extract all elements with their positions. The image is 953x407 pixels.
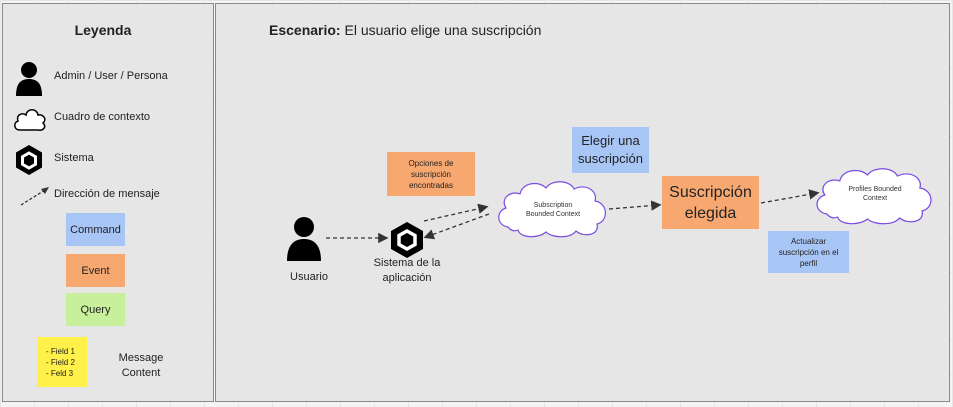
legend-title: Leyenda <box>74 22 132 38</box>
user-person-icon <box>287 217 321 261</box>
legend-message-direction-label: Dirección de mensaje <box>54 188 160 200</box>
user-label: Usuario <box>290 271 328 283</box>
legend-fields-sticky: - Field 1 - Field 2 - Feld 3 <box>37 337 87 387</box>
legend-query-sticky: Query <box>66 293 125 326</box>
person-icon <box>16 62 42 96</box>
arrow-event-to-profiles <box>760 189 820 204</box>
command-actualizar-suscripcion: Actualizar suscripción en el perfil <box>768 231 849 273</box>
scenario-title-bold: Escenario: <box>269 22 341 38</box>
profiles-context-label: Profiles Bounded Context <box>848 186 902 202</box>
legend-message-content-label: Message Content <box>118 352 164 379</box>
application-system-icon <box>391 222 423 258</box>
subscription-context-cloud <box>498 181 606 238</box>
dashed-arrow-icon <box>20 187 49 206</box>
arrow-system-to-subscription <box>423 203 489 222</box>
query-note-opciones: Opciones de suscripción encontradas <box>387 152 475 196</box>
event-suscripcion-elegida: Suscripción elegida <box>662 176 759 229</box>
legend-actor-label: Admin / User / Persona <box>54 70 168 82</box>
scenario-panel: Escenario: El usuario elige una suscripc… <box>215 3 950 402</box>
scenario-title-text: El usuario elige una suscripción <box>340 22 542 38</box>
legend-panel: Leyenda Admin / User / Persona Cuadro de… <box>2 3 214 402</box>
legend-event-sticky: Event <box>66 254 125 287</box>
arrow-subscription-to-system <box>423 213 490 240</box>
scenario-title: Escenario: El usuario elige una suscripc… <box>269 22 541 38</box>
connectors <box>326 189 820 244</box>
arrow-subscription-to-event <box>608 200 662 211</box>
subscription-context-label: Subscription Bounded Context <box>525 202 581 218</box>
legend-command-sticky: Command <box>66 213 125 246</box>
command-elegir-suscripcion: Elegir una suscripción <box>572 127 649 173</box>
application-system-label: Sistema de la aplicación <box>373 257 441 284</box>
hexagon-system-icon <box>16 145 42 175</box>
profiles-context-cloud <box>816 168 932 225</box>
legend-context-label: Cuadro de contexto <box>54 111 151 123</box>
cloud-icon <box>14 109 46 131</box>
legend-system-label: Sistema <box>54 152 94 164</box>
